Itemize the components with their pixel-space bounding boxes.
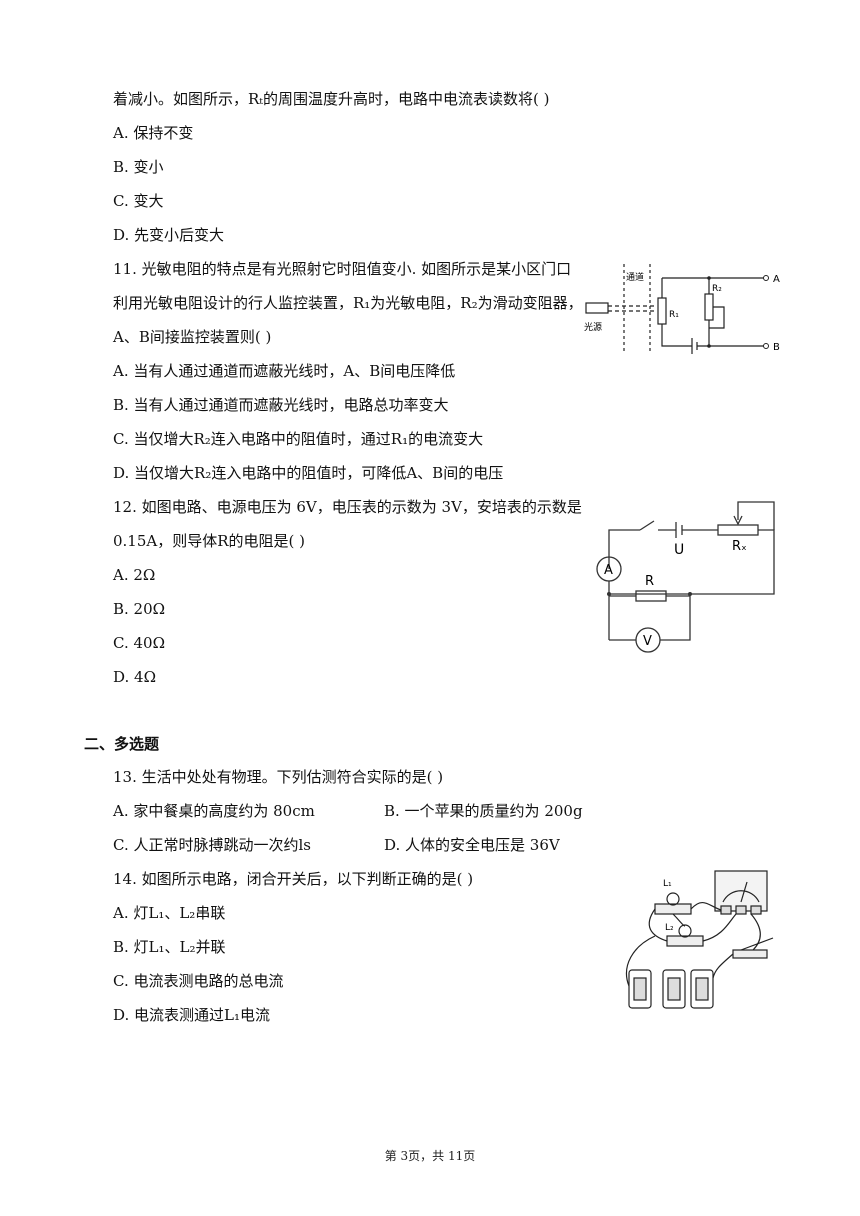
q11-option-d: D. 当仅增大R₂连入电路中的阻值时，可降低A、B间的电压 bbox=[113, 464, 504, 482]
q10-option-d: D. 先变小后变大 bbox=[113, 226, 225, 244]
q11-r1-label: R₁ bbox=[669, 310, 679, 320]
q12-option-b: B. 20Ω bbox=[113, 600, 166, 618]
q13-option-a: A. 家中餐桌的高度约为 80cm bbox=[113, 802, 315, 820]
q12-ammeter-label: A bbox=[604, 563, 613, 578]
q12-option-c: C. 40Ω bbox=[113, 634, 166, 652]
q10-option-c: C. 变大 bbox=[113, 192, 164, 210]
q13-stem: 13. 生活中处处有物理。下列估测符合实际的是( ) bbox=[113, 768, 444, 786]
q14-option-b: B. 灯L₁、L₂并联 bbox=[113, 938, 226, 956]
q11-r2-label: R₂ bbox=[712, 284, 722, 294]
q13-option-b: B. 一个苹果的质量约为 200g bbox=[384, 802, 583, 820]
q11-stem-line-3: A、B间接监控装置则( ) bbox=[113, 328, 272, 346]
q14-l2-label: L₂ bbox=[665, 923, 674, 933]
q12-option-a: A. 2Ω bbox=[113, 566, 156, 584]
q10-option-a: A. 保持不变 bbox=[113, 124, 194, 142]
q11-option-b: B. 当有人通过通道而遮蔽光线时，电路总功率变大 bbox=[113, 396, 449, 414]
q12-r-label: R bbox=[645, 574, 654, 589]
q14-circuit-photo: L₁ L₂ bbox=[625, 870, 774, 1009]
q12-circuit-diagram: A V U Rₓ R bbox=[596, 501, 775, 653]
q11-light-source-label: 光源 bbox=[584, 321, 602, 333]
q12-voltmeter-label: V bbox=[643, 634, 652, 649]
q11-circuit-diagram: 通道 光源 R₁ R₂ A B bbox=[584, 264, 780, 354]
q12-stem-line-2: 0.15A，则导体R的电阻是( ) bbox=[113, 532, 305, 550]
q13-option-d: D. 人体的安全电压是 36V bbox=[384, 836, 560, 854]
q11-stem-line-1: 11. 光敏电阻的特点是有光照射它时阻值变小. 如图所示是某小区门口 bbox=[113, 260, 572, 278]
q14-option-d: D. 电流表测通过L₁电流 bbox=[113, 1006, 271, 1024]
q12-option-d: D. 4Ω bbox=[113, 668, 157, 686]
q11-terminal-b: B bbox=[773, 342, 780, 353]
q14-option-c: C. 电流表测电路的总电流 bbox=[113, 972, 284, 990]
q10-stem-end: 着减小。如图所示，Rₜ的周围温度升高时，电路中电流表读数将( ) bbox=[113, 90, 550, 108]
q11-option-a: A. 当有人通过通道而遮蔽光线时，A、B间电压降低 bbox=[113, 362, 456, 380]
q14-l1-label: L₁ bbox=[663, 879, 672, 889]
page-footer: 第 3页，共 11页 bbox=[384, 1149, 476, 1163]
q14-option-a: A. 灯L₁、L₂串联 bbox=[113, 904, 226, 922]
q11-terminal-a: A bbox=[773, 274, 780, 285]
q11-option-c: C. 当仅增大R₂连入电路中的阻值时，通过R₁的电流变大 bbox=[113, 430, 484, 448]
q12-stem-line-1: 12. 如图电路、电源电压为 6V，电压表的示数为 3V，安培表的示数是 bbox=[113, 498, 582, 516]
q11-channel-label: 通道 bbox=[626, 271, 644, 283]
q14-stem: 14. 如图所示电路，闭合开关后，以下判断正确的是( ) bbox=[113, 870, 474, 888]
section-title: 二、多选题 bbox=[84, 735, 160, 753]
q11-stem-line-2: 利用光敏电阻设计的行人监控装置，R₁为光敏电阻，R₂为滑动变阻器， bbox=[113, 294, 583, 312]
q13-option-c: C. 人正常时脉搏跳动一次约ls bbox=[113, 836, 311, 854]
q10-option-b: B. 变小 bbox=[113, 158, 164, 176]
q12-source-label: U bbox=[674, 542, 684, 558]
q12-rx-label: Rₓ bbox=[732, 539, 747, 554]
